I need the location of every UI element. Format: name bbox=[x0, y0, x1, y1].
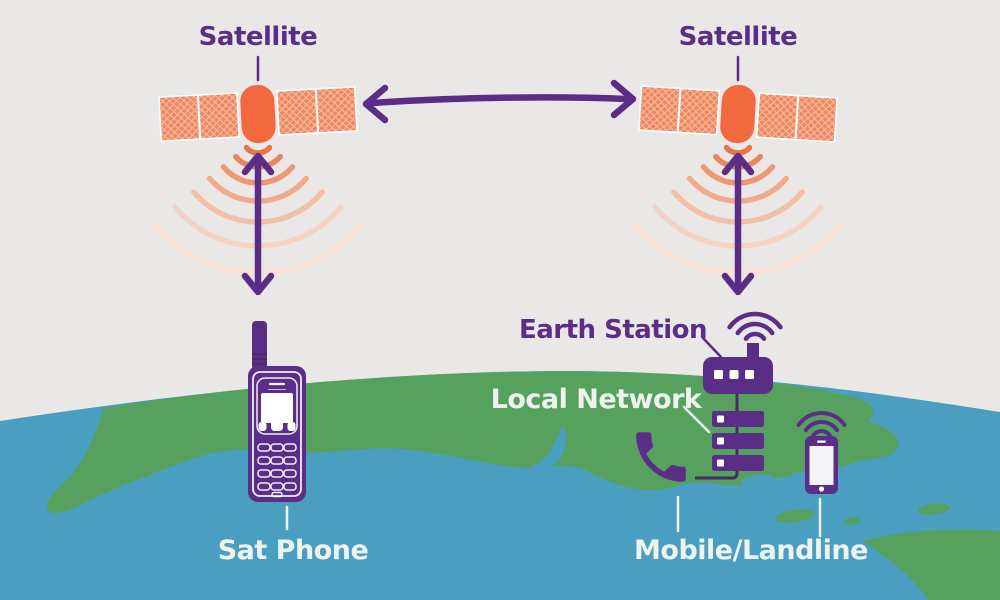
label-line-local-network bbox=[682, 405, 711, 434]
sat-phone-label: Sat Phone bbox=[217, 535, 369, 566]
bay-inlets bbox=[529, 428, 809, 506]
uplink-arrow-right bbox=[721, 152, 755, 296]
intersatellite-arrow bbox=[362, 79, 637, 124]
network-connector-line bbox=[695, 393, 739, 480]
label-pointer-lines-purple bbox=[256, 55, 740, 359]
satellite-icon-left bbox=[157, 78, 359, 150]
mobile-landline-label: Mobile/Landline bbox=[634, 535, 868, 566]
earth-station-wifi-icon bbox=[727, 311, 783, 341]
islands bbox=[775, 503, 1000, 600]
smartphone-wifi-icon bbox=[796, 411, 847, 438]
satellite-icon-right bbox=[637, 78, 839, 150]
handset-icon bbox=[636, 432, 686, 482]
server-stack-icon bbox=[712, 411, 764, 471]
earth-station-label: Earth Station bbox=[518, 315, 708, 345]
sat-phone-icon bbox=[248, 321, 306, 502]
satellite-right-label: Satellite bbox=[678, 22, 798, 52]
earth-station-icon bbox=[703, 343, 773, 394]
label-line-earth-station bbox=[701, 336, 723, 359]
satellite-left-label: Satellite bbox=[198, 22, 318, 52]
smartphone-icon bbox=[805, 436, 838, 494]
local-network-label: Local Network bbox=[490, 384, 702, 415]
label-pointer-lines-white bbox=[285, 405, 822, 538]
uplink-arrow-left bbox=[241, 152, 275, 296]
